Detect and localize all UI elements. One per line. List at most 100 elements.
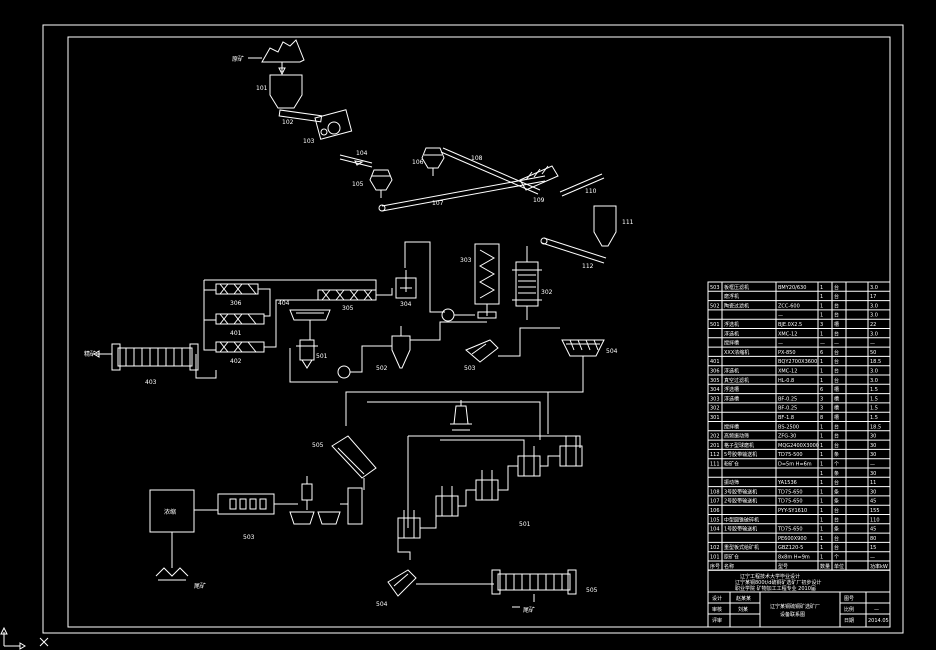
table-row-extra: — — [870, 555, 875, 561]
equipment-no-103: 103 — [303, 138, 315, 145]
table-row-qty: 1 — [820, 527, 823, 533]
table-row-qty: 6 — [820, 387, 823, 393]
table-row-qty: 1 — [820, 443, 823, 449]
table-row-model: TD75-650 — [777, 499, 803, 505]
svg-text:501: 501 — [519, 521, 531, 528]
school-title: 辽宁工程技术大学毕业设计 — [740, 573, 800, 580]
table-row-qty: 1 — [820, 331, 823, 337]
table-row-model: TD75-500 — [777, 452, 803, 458]
equipment-no-108: 108 — [471, 155, 483, 162]
project-line-1: 辽宁某铜800t/d硫铜矿选矿厂初步设计 — [735, 579, 821, 586]
concentrate-out-label: 精矿 — [84, 350, 96, 358]
table-row-no: 107 — [710, 499, 720, 505]
table-row-model: BF-1.8 — [778, 415, 794, 421]
table-row-no: 201 — [710, 443, 720, 449]
table-row-unit: 槽 — [834, 386, 839, 393]
table-row-name: 中型圆锥破碎机 — [724, 516, 759, 523]
table-row-qty: 1 — [820, 369, 823, 375]
table-row-name: 浮选槽 — [724, 395, 739, 402]
table-row-extra: 80 — [870, 536, 876, 542]
table-row-model: XMC-12 — [778, 369, 797, 375]
equipment-no-110: 110 — [585, 188, 597, 195]
equipment-no-502: 505 — [312, 442, 324, 449]
table-row-extra: 1.5 — [870, 387, 878, 393]
scale-label: 比例 — [844, 606, 854, 613]
table-row-unit: 条 — [834, 526, 839, 533]
table-row-qty: 1 — [820, 434, 823, 440]
table-row-name: 振动筛 — [724, 479, 739, 486]
table-row-extra: 3.0 — [870, 285, 878, 291]
equipment-203-agitator: 304 — [395, 270, 417, 308]
equipment-505-filter-press: 505 — [491, 569, 598, 602]
table-row-qty: 6 — [820, 350, 823, 356]
equipment-no-304: 402 — [230, 358, 242, 365]
equipment-501-flotation-bank: 504 501 — [397, 436, 583, 560]
tailings-out-label: 尾矿 — [523, 606, 535, 614]
table-row-extra: 22 — [870, 322, 876, 328]
project-line-2: 职业学院 矿物加工工程专业 2010届 — [735, 585, 816, 592]
equipment-109-screen: 109 — [519, 165, 559, 204]
table-row-extra: 110 — [870, 517, 880, 523]
table-row-model: BQY2700X3600 — [778, 359, 817, 365]
table-header-model: 型号 — [778, 563, 788, 570]
concentrator-label: 浓缩 — [164, 508, 176, 516]
table-row-no: 401 — [710, 359, 720, 365]
table-row-no: 304 — [710, 387, 720, 393]
equipment-404-thickener: 504 — [561, 339, 618, 366]
table-row-unit: 槽 — [834, 414, 839, 421]
equipment-302-flotation-cells: 306 — [215, 283, 259, 307]
table-row-name: 浮选槽 — [724, 386, 739, 393]
date-label: 日期 — [844, 618, 854, 624]
drawing-name-2: 设备联系图 — [780, 611, 805, 618]
equipment-112-conveyor: 112 — [540, 237, 607, 270]
table-row-model: TD75-650 — [777, 527, 803, 533]
table-row-name: 搅拌槽 — [724, 423, 739, 430]
equipment-104-conveyor: 104 — [339, 150, 373, 168]
table-row-model: GBZ120-5 — [778, 545, 803, 551]
table-row-name: 浮选机 — [724, 368, 739, 375]
table-row-no: 106 — [710, 508, 720, 514]
equipment-106-crusher: 106 — [412, 147, 445, 176]
table-row-qty: 1 — [820, 313, 823, 319]
equipment-107-conveyor: 107 — [378, 175, 546, 212]
table-row-model: BS-2500 — [778, 424, 799, 430]
table-row-qty: 1 — [820, 303, 823, 309]
table-row-unit: 台 — [834, 442, 839, 449]
table-row-name: 原矿仓 — [724, 554, 739, 561]
table-row-extra: 1.5 — [870, 415, 878, 421]
equipment-503-dewatering-chain: 浓缩 503 — [149, 476, 363, 541]
tailings-pond-label: 尾矿 — [194, 582, 206, 590]
table-row-extra: 18.5 — [870, 359, 881, 365]
equipment-no-305: 403 — [145, 379, 157, 386]
table-row-unit: 台 — [834, 516, 839, 523]
equipment-102-feeder: 102 — [278, 109, 323, 126]
table-row-name: XXX浓缩机 — [724, 349, 749, 356]
table-row-name: 高频振动筛 — [724, 433, 749, 440]
table-row-qty: 1 — [820, 508, 823, 514]
equipment-504-sump: 504 — [376, 569, 417, 608]
equipment-202-classifier: 303 — [460, 243, 500, 319]
table-row-no: 302 — [710, 406, 720, 412]
check-label: 审核 — [712, 606, 722, 613]
table-row-unit: 条 — [834, 498, 839, 505]
table-row-no: 112 — [710, 452, 720, 458]
equipment-105-cone-crusher: 105 — [352, 169, 393, 198]
equipment-306-flotation-machine: 404 — [278, 300, 331, 340]
table-row-extra: 1.5 — [870, 396, 878, 402]
table-row-name: 重型板式给矿机 — [724, 544, 759, 551]
table-row-name: 搅拌槽 — [724, 340, 739, 347]
table-row-no: 202 — [710, 434, 720, 440]
table-row-extra: 45 — [870, 527, 876, 533]
table-row-no: 306 — [710, 369, 720, 375]
table-row-no: 101 — [710, 555, 720, 561]
table-row-model: XMC-12 — [778, 331, 797, 337]
scale-value: — — [874, 607, 879, 613]
checker-name: 刘某 — [738, 606, 748, 613]
inner-frame — [67, 36, 891, 628]
equipment-101-ore-bin: 101 — [256, 74, 303, 109]
date-value: 2014.05 — [868, 618, 889, 624]
table-row-unit: 台 — [834, 423, 839, 430]
table-row-extra: 3.0 — [870, 313, 878, 319]
table-row-name: 2号胶带输送机 — [724, 498, 757, 505]
table-row-qty: 1 — [820, 499, 823, 505]
